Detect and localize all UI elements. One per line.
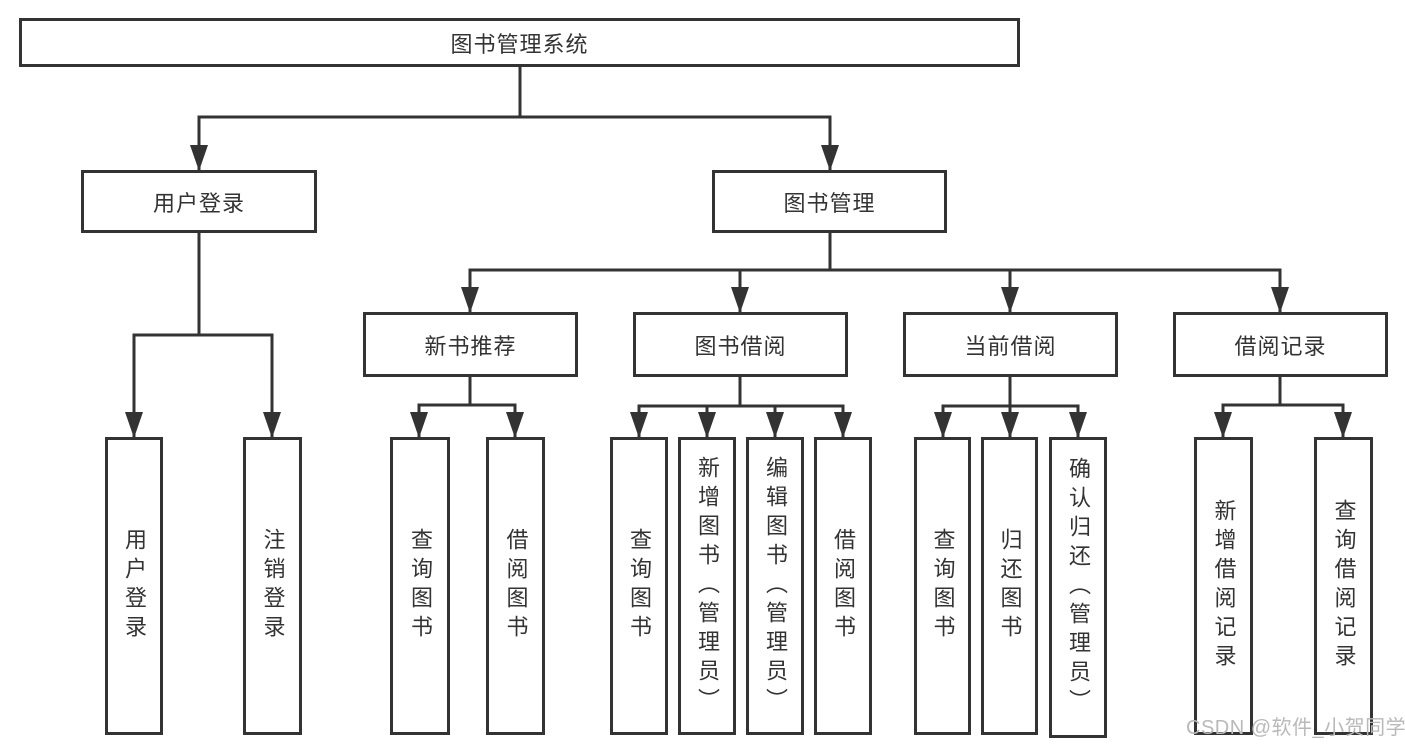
node-book-management: 图书管理 xyxy=(712,170,947,233)
node-borrowing-records: 借阅记录 xyxy=(1173,312,1388,377)
leaf-label: 查询图书 xyxy=(930,528,956,644)
leaf-query-books-current: 查询图书 xyxy=(914,437,971,735)
leaf-logout: 注销登录 xyxy=(243,437,302,735)
leaf-query-books-borrowing: 查询图书 xyxy=(610,437,668,735)
leaf-add-books-admin: 新增图书（管理员） xyxy=(678,437,736,735)
node-current-borrowing: 当前借阅 xyxy=(903,312,1118,377)
leaf-label: 注销登录 xyxy=(260,528,286,644)
leaf-user-login: 用户登录 xyxy=(105,437,163,735)
leaf-label: 确认归还（管理员） xyxy=(1066,457,1091,718)
csdn-watermark: CSDN @软件_小贺同学 xyxy=(1186,717,1405,739)
leaf-query-borrow-record: 查询借阅记录 xyxy=(1314,437,1373,735)
leaf-label: 借阅图书 xyxy=(831,528,856,644)
leaf-label: 编辑图书（管理员） xyxy=(763,455,788,717)
leaf-return-books: 归还图书 xyxy=(981,437,1038,735)
leaf-label: 查询图书 xyxy=(408,528,433,644)
leaf-borrow-books-borrowing: 借阅图书 xyxy=(814,437,872,735)
leaf-label: 新增借阅记录 xyxy=(1211,499,1237,673)
leaf-edit-books-admin: 编辑图书（管理员） xyxy=(746,437,804,735)
node-library-system: 图书管理系统 xyxy=(19,18,1020,67)
leaf-label: 新增图书（管理员） xyxy=(695,455,720,717)
leaf-label: 用户登录 xyxy=(122,528,147,644)
leaf-label: 查询借阅记录 xyxy=(1331,499,1357,673)
node-user-login: 用户登录 xyxy=(81,170,317,233)
node-book-borrowing: 图书借阅 xyxy=(633,312,848,377)
leaf-label: 借阅图书 xyxy=(503,528,529,644)
node-new-book-recommend: 新书推荐 xyxy=(363,312,578,377)
leaf-borrow-books-recommend: 借阅图书 xyxy=(486,437,545,735)
leaf-label: 归还图书 xyxy=(997,528,1023,644)
leaf-confirm-return-admin: 确认归还（管理员） xyxy=(1049,437,1107,738)
leaf-label: 查询图书 xyxy=(627,528,652,644)
leaf-add-borrow-record: 新增借阅记录 xyxy=(1194,437,1253,735)
leaf-query-books-recommend: 查询图书 xyxy=(390,437,450,735)
